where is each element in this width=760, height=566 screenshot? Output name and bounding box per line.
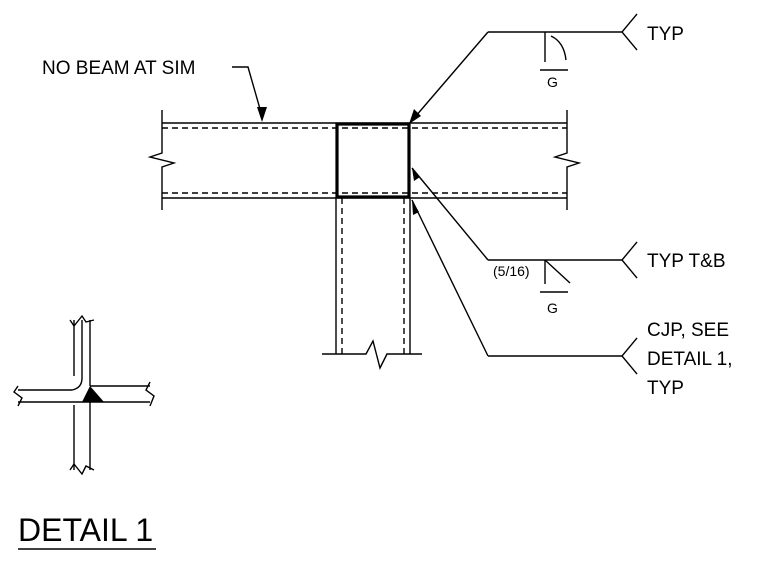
weld-size-text: (5/16) — [493, 263, 530, 279]
cjp-label-line1: CJP, SEE — [647, 320, 729, 341]
typ-tb-leader — [411, 167, 638, 279]
horizontal-beam — [162, 122, 567, 199]
detail-1-sketch — [13, 314, 155, 476]
right-break-line — [552, 110, 582, 210]
weld-symbol-top — [540, 32, 568, 71]
weld-top-symbol-text: G — [547, 74, 558, 90]
no-beam-label: NO BEAM AT SIM — [42, 58, 195, 79]
cjp-leader — [411, 199, 638, 375]
weld-bottom-symbol-text: G — [547, 300, 558, 316]
typ-top-label: TYP — [647, 24, 684, 45]
typ-top-leader — [408, 13, 638, 125]
cjp-label-line2: DETAIL 1, — [647, 349, 733, 370]
detail-title: DETAIL 1 — [18, 512, 153, 548]
left-break-line — [147, 110, 177, 210]
hss-column-section — [335, 122, 411, 199]
column — [322, 198, 422, 370]
cjp-label-line3: TYP — [647, 378, 684, 399]
weld-symbol-bottom — [540, 259, 571, 293]
typ-tb-label: TYP T&B — [647, 251, 726, 272]
no-beam-leader — [232, 66, 267, 122]
